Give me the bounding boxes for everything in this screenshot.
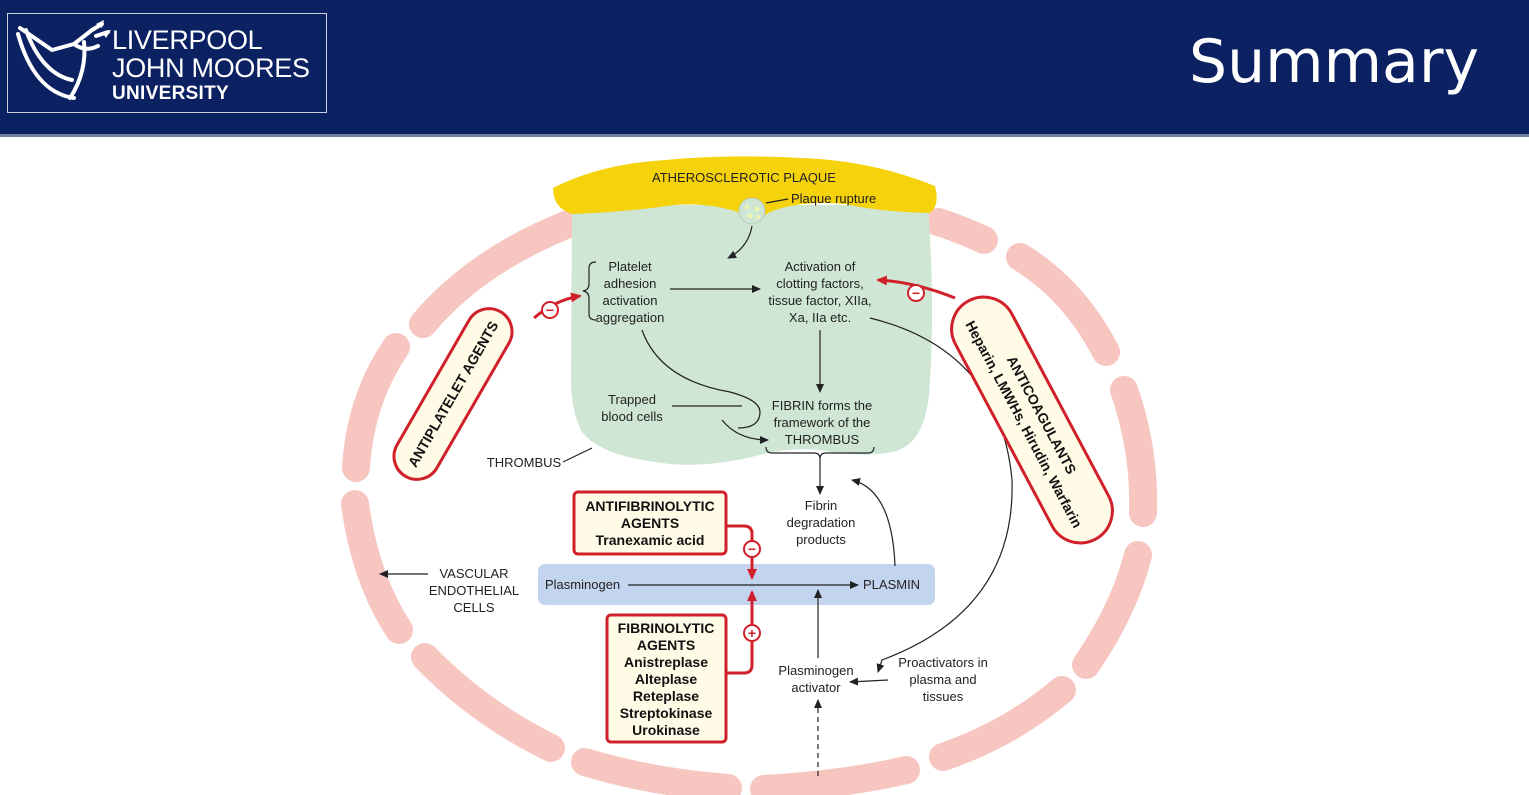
clotting-line-1: Activation of [785,259,856,274]
fibrinolytic-drug-2: Alteplase [635,671,697,687]
proactivators-line-2: plasma and [909,672,976,687]
clotting-line-3: tissue factor, XIIa, [768,293,871,308]
vascular-line-2: ENDOTHELIAL [429,583,519,598]
plasmin-to-fdp-arrow [851,478,896,567]
antiplatelet-inhibit-sign: − [541,301,559,319]
fdp-line-2: degradation [787,515,856,530]
fibrinolytic-promote-arrow [727,590,757,675]
platelet-to-fibrin-curve [641,329,761,429]
fibrin-line-3: THROMBUS [785,432,860,447]
endothelial-cell [341,490,413,644]
endothelial-cell [924,208,998,254]
fibrinolytic-drug-5: Urokinase [632,722,700,738]
fibrinolytic-agents-box: FIBRINOLYTIC AGENTS Anistreplase Altepla… [605,613,728,744]
endothelial-cell [750,756,920,795]
antifibrinolytic-inhibit-sign: − [743,540,761,558]
svg-text:−: − [912,285,920,301]
endothelial-cell [571,748,742,795]
platelet-line-4: aggregation [596,310,665,325]
logo-wordmark: LIVERPOOL JOHN MOORES UNIVERSITY [112,26,310,106]
proactivators-line-1: Proactivators in [898,655,988,670]
fibrinolytic-drug-4: Streptokinase [620,705,713,721]
fibrinolytic-drug-3: Reteplase [633,688,699,704]
clotting-line-2: clotting factors, [776,276,863,291]
fdp-line-1: Fibrin [805,498,838,513]
svg-text:−: − [748,541,756,557]
header-bar [0,0,1529,134]
trapped-line-1: Trapped [608,392,656,407]
fibrinolytic-drug-1: Anistreplase [624,654,708,670]
atherosclerotic-plaque [553,156,937,219]
page-title: Summary [1189,27,1479,97]
plasminogen-label: Plasminogen [545,577,620,592]
anticoagulant-inhibit-sign: − [907,284,925,302]
fibrinolytic-line-2: AGENTS [637,637,695,653]
vascular-line-3: CELLS [453,600,495,615]
plasminogen-activator-line-1: Plasminogen [778,663,853,678]
fibrinolytic-line-1: FIBRINOLYTIC [618,620,715,636]
thrombus-leader [562,447,593,463]
plasminogen-activator-line-2: activator [791,680,841,695]
endothelial-cell [342,333,410,482]
platelet-brace [582,261,597,321]
header-divider [0,134,1529,137]
fibrinolytic-promote-sign: + [743,624,761,642]
antifibrinolytic-line-2: AGENTS [621,515,679,531]
plaque-label: ATHEROSCLEROTIC PLAQUE [652,170,836,185]
fibrin-line-2: framework of the [774,415,871,430]
antifibrinolytic-drug: Tranexamic acid [596,532,705,548]
trapped-to-fibrin-arrow [721,419,769,444]
plaque-rupture-leader [765,198,789,204]
proactivators-line-3: tissues [923,689,964,704]
fdp-line-3: products [796,532,846,547]
endothelial-cell [411,643,565,762]
proactivators-to-activator-arrow [849,677,889,686]
vascular-endothelial-cells-ring [341,208,1158,795]
antifibrinolytic-inhibit-arrow [727,524,757,580]
platelet-line-2: adhesion [604,276,657,291]
antifibrinolytic-line-1: ANTIFIBRINOLYTIC [585,498,714,514]
endothelial-cell [1006,243,1120,366]
rupture-to-thrombus-arrow [727,225,753,259]
plaque-rupture-label: Plaque rupture [791,191,876,206]
antiplatelet-agents-label: ANTIPLATELET AGENTS [405,318,502,469]
svg-text:−: − [546,302,554,318]
fibrin-line-1: FIBRIN forms the [772,398,872,413]
logo-line-1: LIVERPOOL [112,25,263,55]
logo-line-2: JOHN MOORES [112,53,310,83]
clotting-to-proactivators-curve [869,317,1013,673]
thrombus-region [570,205,933,465]
endothelial-cell [1110,376,1158,527]
plasmin-label: PLASMIN [863,577,920,592]
platelet-line-3: activation [603,293,658,308]
clotting-line-4: Xa, IIa etc. [789,310,851,325]
svg-text:+: + [748,625,756,641]
endothelial-cell [409,211,580,338]
university-logo[interactable]: LIVERPOOL JOHN MOORES UNIVERSITY [7,13,327,113]
logo-line-3: UNIVERSITY [112,83,230,104]
thrombus-label: THROMBUS [487,455,562,470]
vascular-line-1: VASCULAR [439,566,508,581]
antifibrinolytic-agents-box: ANTIFIBRINOLYTIC AGENTS Tranexamic acid [572,490,728,556]
endothelial-cell [1072,541,1152,679]
endothelial-cell [929,676,1076,771]
plaque-rupture-icon [738,197,766,225]
platelet-line-1: Platelet [608,259,652,274]
trapped-line-2: blood cells [601,409,663,424]
liver-bird-logo-icon [16,20,111,100]
